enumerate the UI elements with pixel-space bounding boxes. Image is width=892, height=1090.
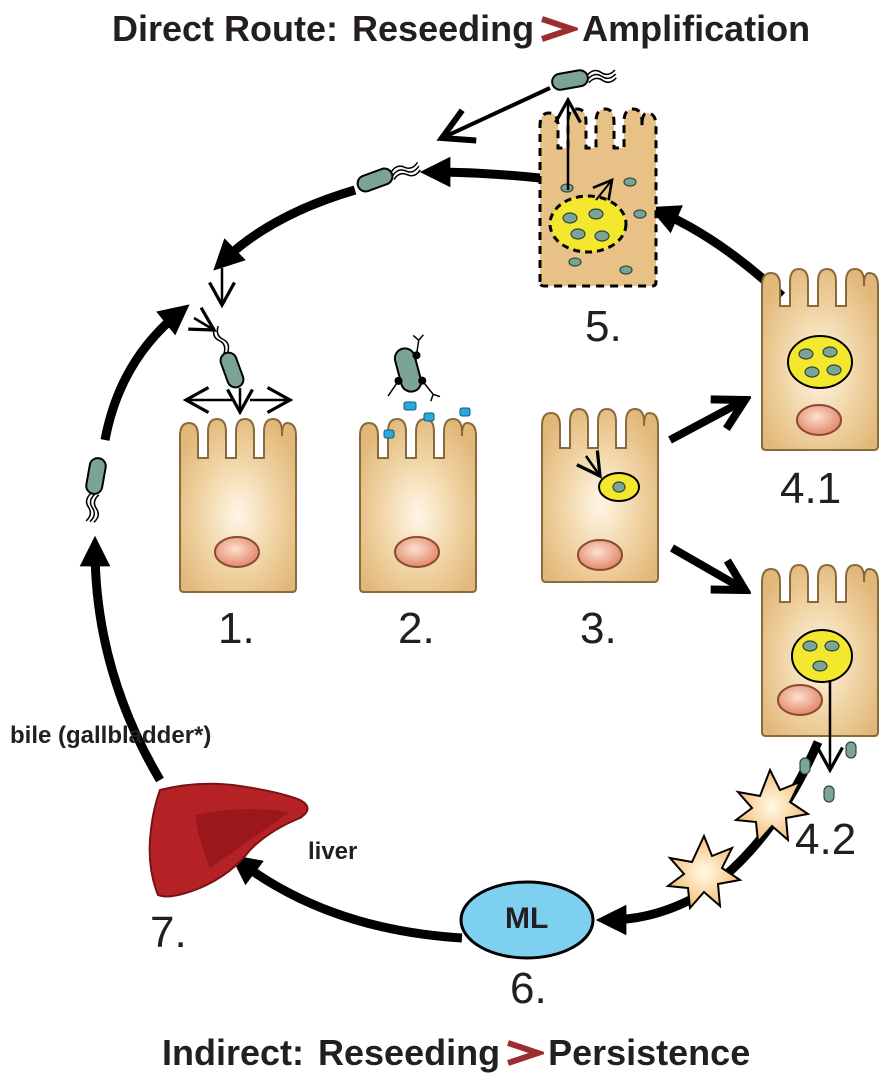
chevron-right-icon [541,16,579,42]
bacterium-icon [570,228,586,240]
cycle-arrow-top-to-left [213,185,357,271]
epithelial-cell-3 [541,407,659,583]
nucleus-icon [577,539,623,571]
step-label-1: 1. [218,604,255,653]
vacuole-escape-arrow [592,177,614,201]
bottom-heading-mid: Reseeding [318,1032,501,1073]
bacterium-icon [798,348,814,360]
epithelial-cell-5 [538,96,658,288]
chevron-right-icon [507,1040,545,1066]
step-label-4-1: 4.1 [780,464,842,513]
bile-label: bile (gallbladder*) [10,722,212,749]
bacterium-icon [826,364,842,376]
bacterium-icon [594,230,610,242]
step-label-7: 7. [150,908,187,957]
antibody-coated-bacterium-icon [387,334,441,402]
arrow-bacterium-release [436,86,551,144]
liver-label: liver [308,838,358,865]
bacterium-icon [822,346,838,358]
receptor-icon [403,401,417,411]
top-heading-mid: Reseeding [352,8,535,49]
nucleus-icon [777,684,823,716]
bacterium-icon [799,757,811,775]
bacterium-icon [633,209,647,219]
ml-label: ML [505,902,549,935]
top-heading-left: Direct Route: [112,8,339,49]
arrow-3-to-42 [670,544,745,590]
cycle-arrow-left-up [100,304,190,441]
receptor-icon [423,412,435,422]
bacterium-icon [612,481,626,493]
bacterium-icon [562,212,578,224]
vacuole-icon [548,194,628,254]
bottom-heading: Indirect: Reseeding Persistence [162,1032,750,1074]
bacterium-icon [812,660,828,672]
receptor-icon [459,407,471,417]
cycle-arrow-ml-to-liver [230,854,463,943]
receptor-icon [383,429,395,439]
arrow-incoming-2 [188,306,217,332]
bacterium-icon [85,457,107,523]
step-label-2: 2. [398,604,435,653]
bacterium-icon [824,640,840,652]
bacterium-icon [802,640,818,652]
cycle-arrow-5-to-top [419,156,541,188]
bacterium-icon [845,741,857,759]
arrow-3-to-41 [668,400,745,444]
top-heading: Direct Route: Reseeding Amplification [112,8,810,50]
nucleus-icon [394,536,440,568]
step-label-3: 3. [580,604,617,653]
epithelial-cell-2 [359,401,477,593]
vacuole-icon [791,629,853,683]
bacterium-icon [619,265,633,275]
nucleus-icon [796,404,842,436]
bacterium-icon [568,257,582,267]
step-label-4-2: 4.2 [795,815,857,864]
bacterium-icon [804,366,820,378]
step-label-5: 5. [585,302,622,351]
cycle-arrow-42-to-ml-b [595,895,693,936]
epithelial-cell-1 [179,417,297,593]
bottom-heading-left: Indirect: [162,1032,305,1073]
cycle-arrow-bile-up [79,535,164,783]
bacterium-icon [588,208,604,220]
epithelial-cell-4-2 [761,563,879,774]
phagocyte-icon [733,767,811,845]
uptake-arrow [576,450,602,479]
step-label-6: 6. [510,964,547,1013]
bacterium-icon [823,785,835,803]
bacterium-icon [623,177,637,187]
phagocyte-icon [665,833,743,911]
bacterium-icon [356,161,421,193]
bacterium-icon [551,69,617,91]
bacterium-icon [212,325,245,389]
mesenteric-lymph-node-icon [459,880,595,960]
nucleus-icon [214,536,260,568]
vacuole-icon [787,335,853,389]
top-heading-right: Amplification [582,8,811,49]
bottom-heading-right: Persistence [548,1032,751,1073]
epithelial-cell-4-1 [761,267,879,451]
